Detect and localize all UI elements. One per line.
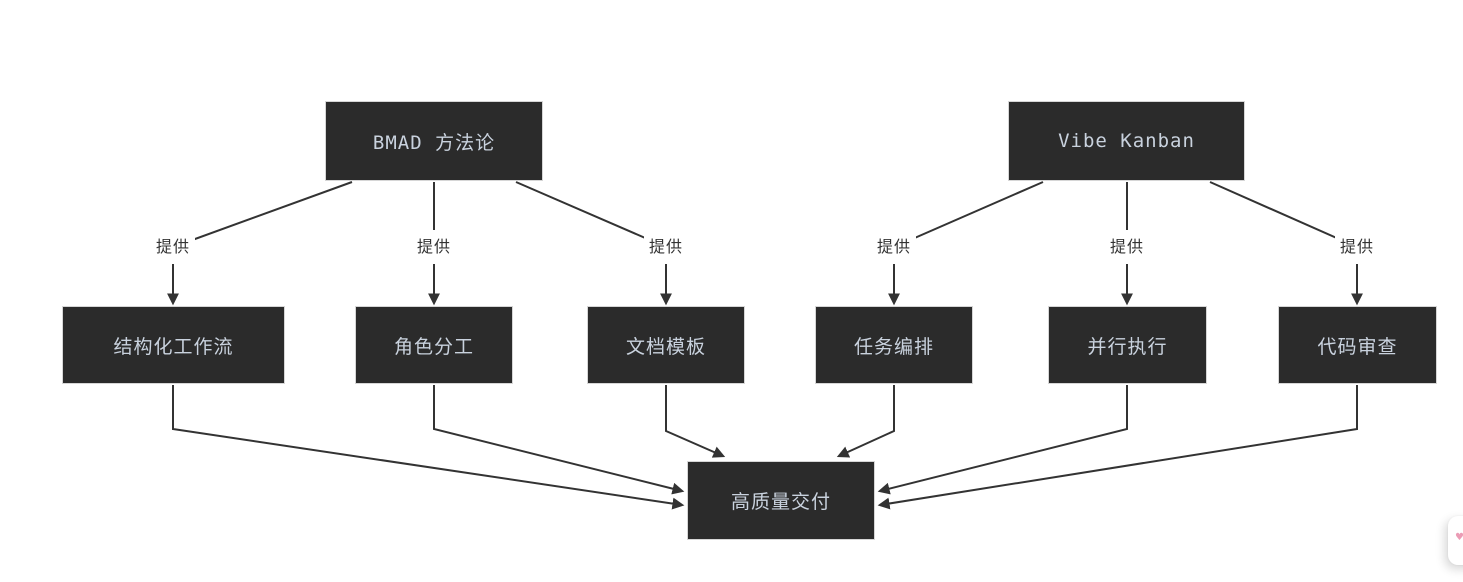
edge-bmad-workflow	[167, 181, 353, 306]
node-code-review: 代码审查	[1278, 306, 1437, 384]
edge-doc-template-delivery	[665, 385, 726, 458]
node-task-orchestration: 任务编排	[815, 306, 973, 384]
edge-vibe-tasks	[888, 181, 1044, 306]
node-role-division: 角色分工	[355, 306, 513, 384]
edge-workflow-delivery	[172, 385, 685, 510]
node-doc-template: 文档模板	[587, 306, 745, 384]
node-vibe-kanban: Vibe Kanban	[1008, 101, 1245, 181]
edge-review-delivery	[877, 385, 1358, 510]
edge-label-provide-1: 提供	[150, 230, 196, 264]
floating-action-card[interactable]: ♥	[1448, 516, 1463, 565]
edge-label-provide-3: 提供	[643, 230, 689, 264]
node-high-quality-delivery: 高质量交付	[687, 461, 875, 540]
node-bmad-methodology: BMAD 方法论	[325, 101, 543, 181]
node-parallel-execution: 并行执行	[1048, 306, 1207, 384]
heart-icon: ♥	[1455, 532, 1463, 543]
edge-label-provide-2: 提供	[411, 230, 457, 264]
edge-label-provide-5: 提供	[1104, 230, 1150, 264]
edge-parallel-delivery	[877, 385, 1128, 495]
edge-roles-delivery	[433, 385, 685, 495]
node-structured-workflow: 结构化工作流	[62, 306, 285, 384]
edge-tasks-delivery	[836, 385, 895, 458]
edge-label-provide-4: 提供	[871, 230, 917, 264]
edge-label-provide-6: 提供	[1334, 230, 1380, 264]
